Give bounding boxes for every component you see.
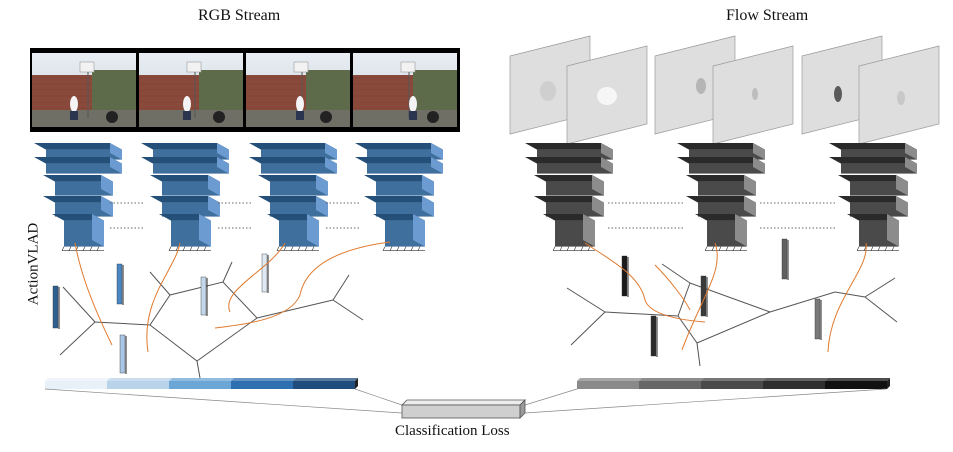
cnn-temporal-connectors <box>110 202 835 229</box>
flow-frame-groups <box>509 35 940 145</box>
rgb-descriptor-bars <box>52 253 269 374</box>
rgb-vlad-graph <box>59 261 364 379</box>
optical-flow-frame <box>712 45 794 145</box>
cnn-stack-icon <box>829 143 917 251</box>
actionvlad-side-label: ActionVLAD <box>25 222 42 306</box>
concatenated-descriptor-segment <box>577 378 642 389</box>
flow-cnn-stacks <box>525 143 917 251</box>
cnn-stack-icon <box>141 143 229 251</box>
descriptor-bar-icon <box>814 298 822 340</box>
descriptor-bar-icon <box>200 276 208 316</box>
rgb-stream-title: RGB Stream <box>198 7 281 24</box>
cnn-stack-icon <box>677 143 765 251</box>
classification-loss-block-icon <box>401 399 526 419</box>
flow-descriptor-bars <box>621 238 822 357</box>
concatenated-descriptor-segment <box>639 378 704 389</box>
descriptor-bar-icon <box>700 275 708 317</box>
cnn-stack-icon <box>525 143 613 251</box>
rgb-concatenated-descriptor <box>45 378 358 389</box>
flow-vlad-graph <box>566 263 898 367</box>
cnn-stack-icon <box>355 143 443 251</box>
classification-loss-label: Classification Loss <box>395 423 510 439</box>
rgb-video-frame <box>353 53 457 127</box>
concatenated-descriptor-segment <box>107 378 172 389</box>
loss-connector-lines <box>44 388 887 414</box>
concatenated-descriptor-segment <box>701 378 766 389</box>
descriptor-bar-icon <box>52 285 60 329</box>
concatenated-descriptor-segment <box>169 378 234 389</box>
concatenated-descriptor-segment <box>231 378 296 389</box>
flow-assignment-curves <box>584 242 867 353</box>
concatenated-descriptor-segment <box>45 378 110 389</box>
concatenated-descriptor-segment <box>293 378 358 389</box>
descriptor-bar-icon <box>119 334 127 374</box>
optical-flow-frame <box>858 45 940 145</box>
concatenated-descriptor-segment <box>825 378 890 389</box>
flow-stream-title: Flow Stream <box>726 7 809 24</box>
descriptor-bar-icon <box>781 238 789 280</box>
optical-flow-frame <box>566 45 648 145</box>
cnn-stack-icon <box>249 143 337 251</box>
rgb-assignment-curves <box>74 241 391 353</box>
rgb-video-frame <box>139 53 243 127</box>
descriptor-bar-icon <box>621 255 629 297</box>
rgb-frame-strip <box>30 48 460 132</box>
rgb-video-frame <box>32 53 136 127</box>
flow-concatenated-descriptor <box>577 378 890 389</box>
descriptor-bar-icon <box>650 315 658 357</box>
descriptor-bar-icon <box>116 263 124 305</box>
rgb-cnn-stacks <box>34 143 443 251</box>
cnn-stack-icon <box>34 143 122 251</box>
descriptor-bar-icon <box>261 253 269 293</box>
concatenated-descriptor-segment <box>763 378 828 389</box>
rgb-video-frame <box>246 53 350 127</box>
